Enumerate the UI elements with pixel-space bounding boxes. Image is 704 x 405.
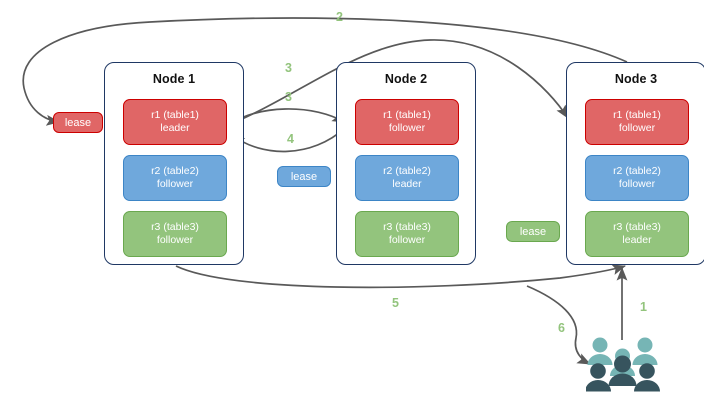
lease-badge-green[interactable]: lease (506, 221, 560, 242)
replica-name: r2 (table2) (613, 165, 661, 177)
node-title: Node 2 (384, 72, 428, 86)
step-label-3-lower: 3 (285, 90, 292, 104)
replica-role: leader (392, 178, 422, 190)
replica-name: r2 (table2) (151, 165, 199, 177)
lease-label: lease (64, 116, 92, 129)
node-container-3: Node 3 r1 (table1) follower r2 (table2) … (566, 62, 704, 265)
replica-role: follower (618, 122, 656, 134)
replica-role: follower (156, 234, 194, 246)
replica-r2[interactable]: r2 (table2) follower (585, 155, 689, 201)
replica-name: r3 (table3) (613, 221, 661, 233)
arrow-step-5 (175, 264, 626, 289)
users-group-icon (586, 337, 660, 392)
replica-r2[interactable]: r2 (table2) follower (123, 155, 227, 201)
step-label-6: 6 (558, 321, 565, 335)
step-label-4: 4 (287, 132, 294, 146)
node-container-2: Node 2 r1 (table1) follower r2 (table2) … (336, 62, 476, 265)
replica-r1[interactable]: r1 (table1) leader (123, 99, 227, 145)
replica-r3[interactable]: r3 (table3) leader (585, 211, 689, 257)
replica-name: r1 (table1) (383, 109, 431, 121)
step-label-3-upper: 3 (285, 61, 292, 75)
node-title: Node 3 (614, 72, 658, 86)
replica-role: leader (160, 122, 190, 134)
lease-label: lease (290, 170, 318, 183)
node-container-1: Node 1 r1 (table1) leader r2 (table2) fo… (104, 62, 244, 265)
replica-name: r3 (table3) (383, 221, 431, 233)
step-label-5: 5 (392, 296, 399, 310)
node-title: Node 1 (152, 72, 196, 86)
replica-name: r2 (table2) (383, 165, 431, 177)
lease-label: lease (519, 225, 547, 238)
step-label-2: 2 (336, 10, 343, 24)
lease-badge-red[interactable]: lease (53, 112, 103, 133)
replica-r1[interactable]: r1 (table1) follower (585, 99, 689, 145)
replica-role: follower (388, 234, 426, 246)
replica-r3[interactable]: r3 (table3) follower (123, 211, 227, 257)
replica-r2[interactable]: r2 (table2) leader (355, 155, 459, 201)
replica-role: follower (618, 178, 656, 190)
replica-r3[interactable]: r3 (table3) follower (355, 211, 459, 257)
replica-role: leader (622, 234, 652, 246)
replica-name: r3 (table3) (151, 221, 199, 233)
replica-r1[interactable]: r1 (table1) follower (355, 99, 459, 145)
lease-badge-blue[interactable]: lease (277, 166, 331, 187)
replica-role: follower (388, 122, 426, 134)
replica-role: follower (156, 178, 194, 190)
replica-name: r1 (table1) (151, 109, 199, 121)
step-label-1: 1 (640, 300, 647, 314)
replica-name: r1 (table1) (613, 109, 661, 121)
